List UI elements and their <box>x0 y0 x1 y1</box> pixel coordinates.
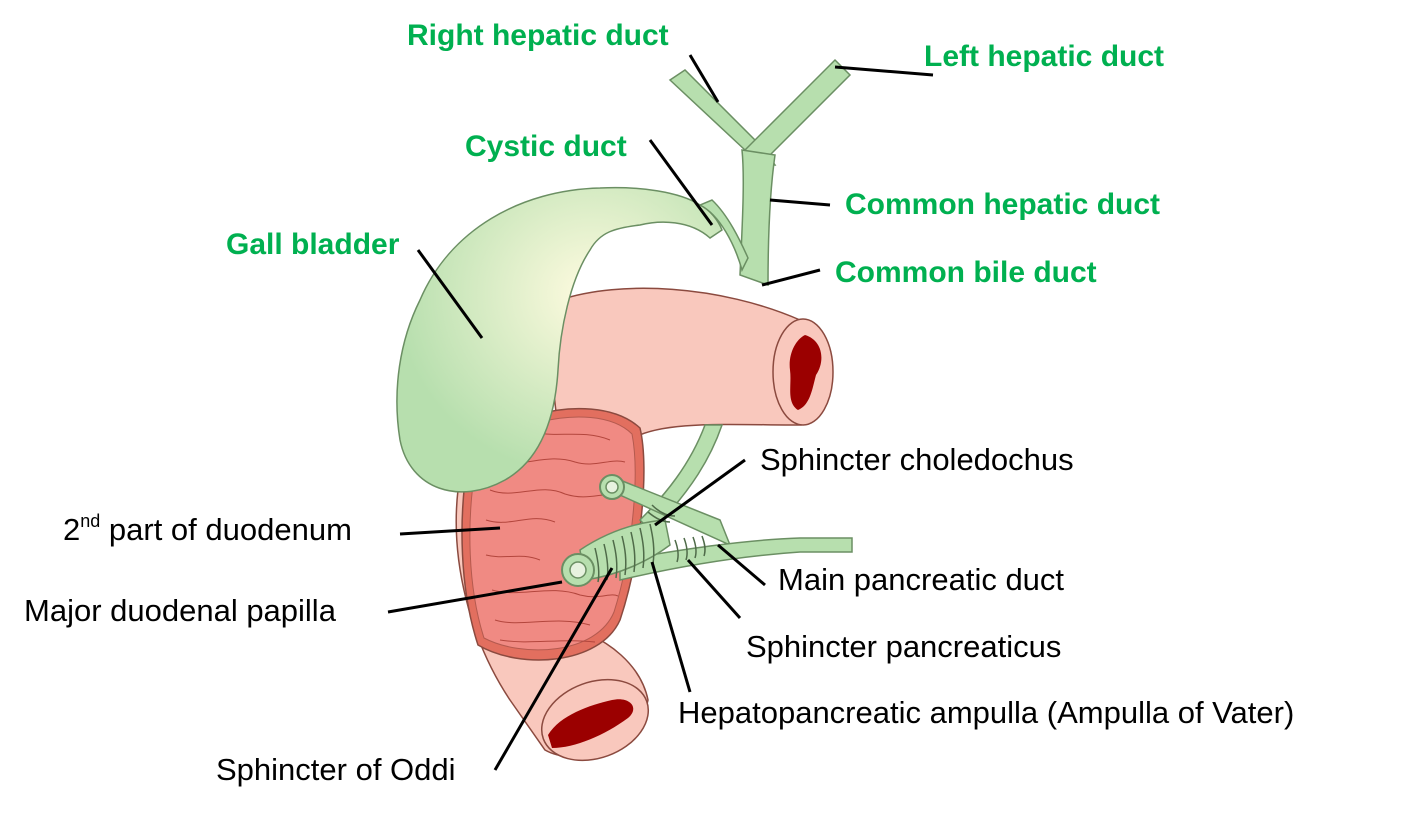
duodenum-lower-lumen <box>548 699 634 748</box>
common-hepatic-duct-shape <box>739 149 776 287</box>
label-common-bile-duct: Common bile duct <box>835 256 1097 289</box>
label-main-pancreatic-duct: Main pancreatic duct <box>778 562 1065 597</box>
label-cystic-duct: Cystic duct <box>465 130 627 163</box>
leader-lines <box>387 54 934 771</box>
label-major-duodenal-papilla: Major duodenal papilla <box>24 593 336 628</box>
label-gall-bladder: Gall bladder <box>226 228 400 261</box>
label-sphincter-of-oddi: Sphincter of Oddi <box>216 752 456 787</box>
leader-gall-bladder <box>416 249 484 339</box>
leader-major-papilla <box>387 580 563 614</box>
label-sphincter-pancreaticus: Sphincter pancreaticus <box>746 629 1062 664</box>
leader-ampulla <box>650 561 692 693</box>
label-left-hepatic-duct: Left hepatic duct <box>924 40 1165 73</box>
label-common-hepatic-duct: Common hepatic duct <box>845 188 1161 221</box>
leader-common-hepatic <box>769 198 831 207</box>
main-pancreatic-duct-shape <box>619 537 853 581</box>
leader-cystic <box>648 139 714 226</box>
label-hepatopancreatic-ampulla: Hepatopancreatic ampulla (Ampulla of Vat… <box>678 695 1295 730</box>
sphincter-rings <box>594 504 706 583</box>
leader-duodenum <box>399 526 501 536</box>
leader-sphincter-pancreaticus <box>686 558 742 620</box>
label-sphincter-choledochus: Sphincter choledochus <box>760 442 1074 477</box>
duodenum-upper-lumen <box>789 335 822 410</box>
label-second-part-duodenum: 2nd part of duodenum <box>63 511 352 547</box>
leader-sphincter-oddi <box>493 567 614 771</box>
leader-right-hepatic <box>688 54 720 103</box>
leader-main-pancreatic <box>717 543 766 587</box>
leader-left-hepatic <box>834 65 934 77</box>
leader-sphincter-choledochus <box>654 458 746 527</box>
label-right-hepatic-duct: Right hepatic duct <box>407 19 669 52</box>
leader-common-bile <box>761 268 821 287</box>
left-hepatic-duct <box>743 58 852 161</box>
gall-bladder-shape <box>396 186 723 493</box>
cystic-duct-shape <box>698 199 749 273</box>
